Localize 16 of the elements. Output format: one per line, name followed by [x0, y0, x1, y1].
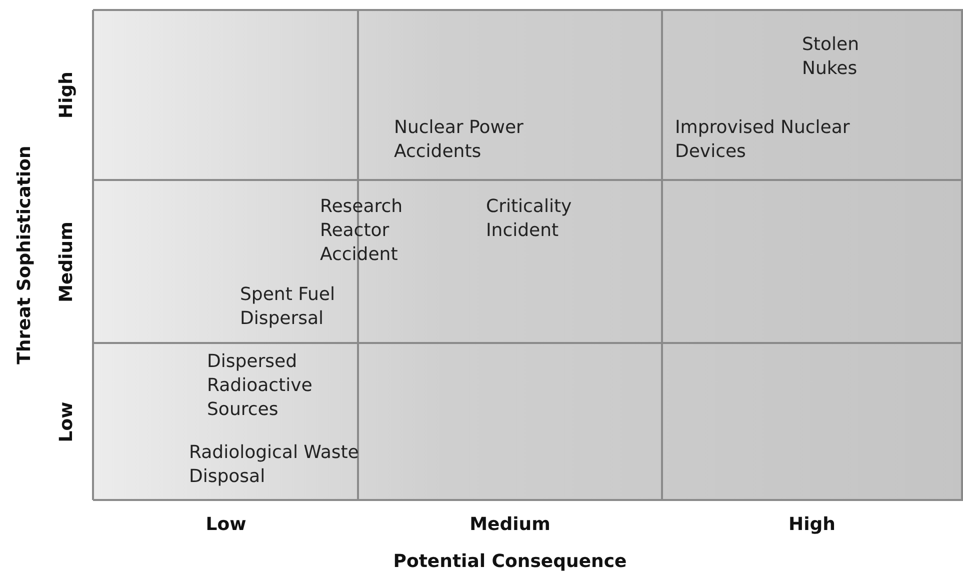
threat-label: Improvised Nuclear Devices — [675, 116, 851, 164]
axis-title: Threat Sophistication — [14, 146, 36, 364]
axis-tick-label: Medium — [56, 222, 78, 302]
axis-tick-label: Medium — [470, 514, 550, 536]
axis-tick-label: High — [56, 72, 78, 118]
axis-tick-label: High — [788, 514, 836, 536]
axis-tick-label: Low — [56, 402, 78, 442]
threat-label: Criticality Incident — [486, 195, 573, 243]
threat-label: Stolen Nukes — [802, 33, 860, 81]
threat-label: Research Reactor Accident — [320, 195, 404, 267]
threat-label: Radiological Waste Disposal — [189, 441, 360, 489]
threat-label: Spent Fuel Dispersal — [240, 283, 336, 331]
axis-title: Potential Consequence — [393, 551, 627, 573]
threat-label: Nuclear Power Accidents — [394, 116, 524, 164]
threat-label: Dispersed Radioactive Sources — [207, 350, 314, 422]
axis-tick-label: Low — [206, 514, 246, 536]
